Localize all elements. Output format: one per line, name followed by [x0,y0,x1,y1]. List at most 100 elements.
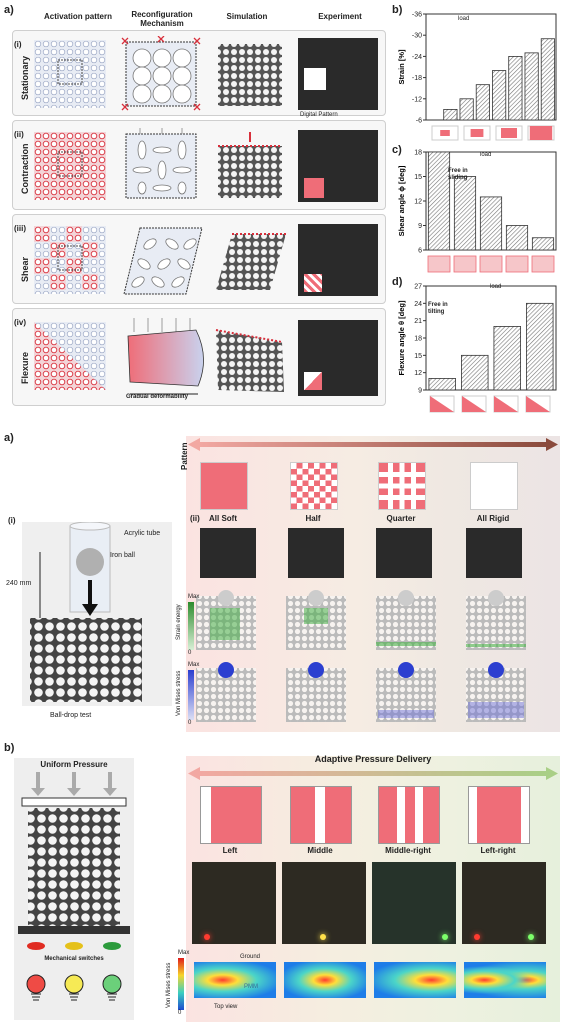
pattern-swatch-contraction [304,178,324,198]
col-head-reconfiguration: Reconfiguration Mechanism [131,10,193,28]
y-tick-label: 27 [414,284,422,291]
stress-map-middle-right [374,962,456,998]
pressure-colorbar-zero: 0 [178,1010,182,1016]
stress-colorbar-zero: 0 [188,720,192,726]
strain-colorbar-zero: 0 [188,650,192,656]
balldrop-photo-rigid [466,528,522,578]
y-tick-label: -24 [412,54,422,61]
balldrop-roman-ii: (ii) [190,514,200,523]
stress-map-left [194,962,276,998]
bar [475,84,490,121]
pattern-strip-fill [501,128,517,138]
activation-pattern-stationary [34,40,106,108]
col-all-rigid: All Rigid [476,514,510,523]
pressure-photo-middle-right [372,862,456,944]
y-tick-label: 21 [414,318,422,325]
balldrop-schematic [22,522,172,706]
activation-pattern-shear [34,226,106,294]
y-tick-label: -12 [412,96,422,103]
y-axis-label: Shear angle ϕ [deg] [397,165,406,236]
y-tick-label: 6 [418,248,422,255]
panel-b-load-label: load [458,16,470,22]
y-tick-label: 12 [414,370,422,377]
experiment-photo-shear [298,224,378,296]
simulation-stationary [218,44,282,106]
y-tick-label: -6 [416,118,422,125]
shear-pattern [427,255,451,273]
y-tick-label: -30 [412,33,422,40]
balldrop-photo-half [288,528,344,578]
pattern-swatch-shear [304,274,322,292]
stress-colorbar [188,670,194,720]
flexure-pattern-fill [430,396,454,412]
pressure-pattern-middle-right [378,786,440,844]
bar [508,56,523,121]
bar [453,176,477,251]
bar [492,70,507,121]
shear-pattern [531,255,555,273]
stress-colorbar-max: Max [188,662,200,668]
balldrop-photo-quarter [376,528,432,578]
experiment-photo-flexure [298,320,378,396]
acrylic-tube-label: Acrylic tube [124,530,161,537]
simulation-shear [216,233,286,290]
shear-pattern [505,255,529,273]
strain-colorbar-max: Max [188,594,200,600]
pressure-pattern-middle [290,786,352,844]
pressure-pattern-left [200,786,262,844]
activation-pattern-contraction [34,132,106,200]
pressure-photo-left [192,862,276,944]
y-tick-label: -36 [412,12,422,19]
pressure-photo-middle [282,862,366,944]
col-half: Half [305,514,321,523]
mechanical-switches-label: Mechanical switches [44,956,104,962]
y-tick-label: 9 [418,388,422,395]
digital-pattern-label: Digital Pattern [300,112,338,118]
uniform-pressure-label: Uniform Pressure [40,760,108,769]
bar [461,354,489,391]
pattern-half [290,462,338,510]
bar [459,98,474,121]
pattern-all-soft [200,462,248,510]
y-tick-label: 18 [414,336,422,343]
panel-d-load-label: load [490,284,502,290]
row-label-contraction: Contraction [20,143,30,195]
mechanism-shear [123,227,203,295]
panel-c-load-label: load [480,152,492,158]
bar [505,225,529,251]
bar [531,237,555,251]
y-axis-label: Flexure angle θ [deg] [397,300,406,375]
pattern-strip-fill [470,129,484,137]
pressure-panel-letter: b) [4,742,15,754]
balldrop-panel-letter: a) [4,432,14,444]
pressure-col-middle: Middle [307,846,333,855]
y-axis-label: Strain [%] [397,49,406,85]
mechanism-flexure [127,318,204,395]
row-label-shear: Shear [20,256,30,282]
von-mises-row [196,662,526,722]
pattern-all-rigid [470,462,518,510]
chart-flexure: 27 24 21 18 15 12 9 Flexure angle θ [deg] [397,284,557,413]
digital-pattern-swatch [304,68,326,90]
strain-energy-label: Strain energy [176,604,182,640]
y-tick-label: 15 [414,174,422,181]
balldrop-gradient-arrow [188,438,558,451]
shear-pattern [479,255,503,273]
pattern-row-label: Pattern [180,442,189,470]
pressure-title: Adaptive Pressure Delivery [314,754,432,764]
flexure-pattern-fill [462,396,486,412]
stress-map-left-right [464,962,546,998]
y-tick-label: 24 [414,301,422,308]
col-head-simulation: Simulation [226,12,268,21]
y-tick-label: 15 [414,353,422,360]
row-label-flexure: Flexure [20,351,30,384]
bar [526,302,554,391]
pattern-swatch-flexure [304,372,322,390]
drop-height-label: 240 mm [6,580,32,587]
col-head-activation: Activation pattern [43,12,112,21]
pattern-strip-fill [440,130,450,136]
pressure-col-left: Left [222,846,238,855]
col-quarter: Quarter [386,514,416,523]
pressure-col-left-right: Left-right [480,846,516,855]
bar [493,326,521,391]
